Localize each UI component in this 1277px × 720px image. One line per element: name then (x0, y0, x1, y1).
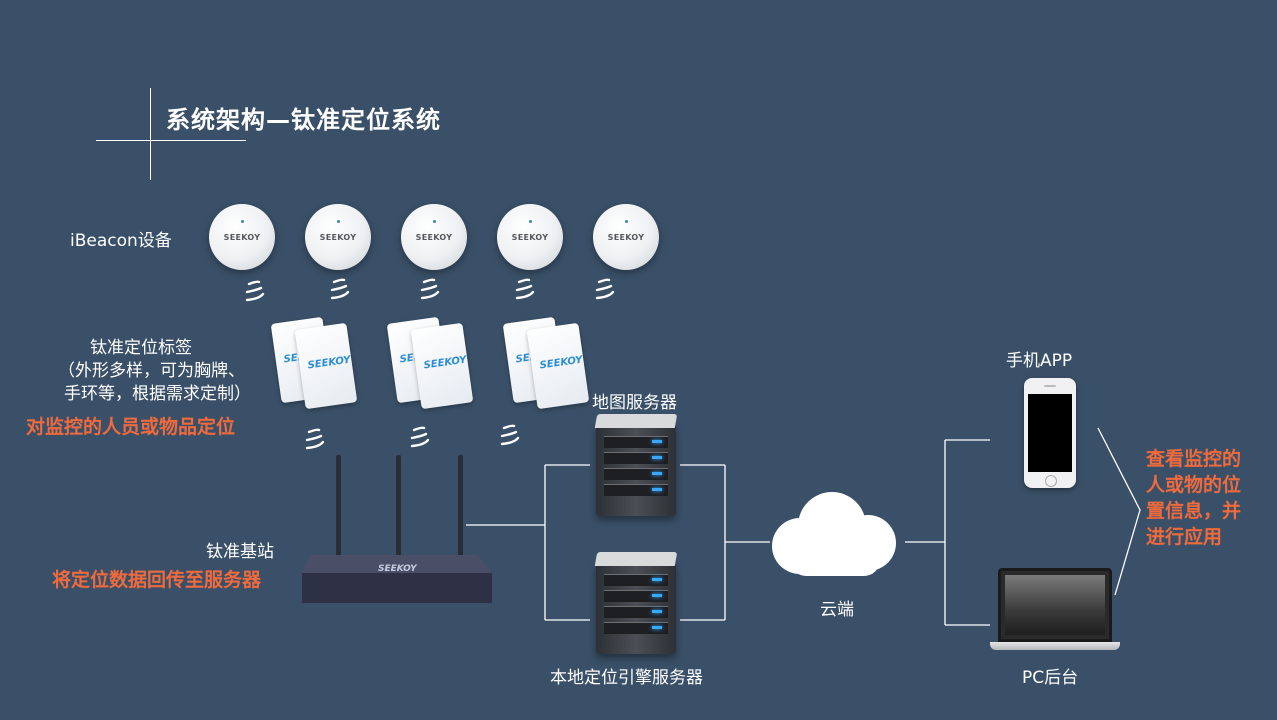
base-station-label: 钛准基站 (206, 542, 274, 562)
signal-wave-icon (595, 278, 615, 300)
beacon-device: SEEKOY (593, 204, 659, 270)
signal-wave-icon (515, 278, 535, 300)
laptop-icon (990, 568, 1120, 652)
page-title: 系统架构—钛准定位系统 (166, 106, 441, 134)
cloud-label: 云端 (820, 600, 854, 620)
beacon-label: iBeacon设备 (70, 231, 172, 251)
cloud-icon (772, 492, 896, 576)
phone-icon (1024, 378, 1076, 488)
tag-note: 对监控的人员或物品定位 (26, 416, 236, 438)
beacon-device: SEEKOY (305, 204, 371, 270)
tag-label-desc-2: 手环等，根据需求定制） (64, 384, 251, 404)
signal-wave-icon (420, 278, 440, 300)
base-station-router: SEEKOY (302, 455, 492, 603)
pc-label: PC后台 (1022, 668, 1079, 688)
map-server-icon (594, 414, 678, 516)
tag-card: SEEKOY (294, 322, 358, 410)
decor-horizontal-line (96, 140, 246, 141)
base-station-note: 将定位数据回传至服务器 (52, 569, 262, 591)
beacon-device: SEEKOY (497, 204, 563, 270)
client-note: 查看监控的人或物的位置信息，并进行应用 (1146, 448, 1242, 548)
signal-wave-icon (330, 278, 350, 300)
base-brand-logo: SEEKOY (378, 564, 418, 574)
local-engine-server-label: 本地定位引擎服务器 (550, 668, 703, 688)
tag-card: SEEKOY (526, 322, 590, 410)
decor-vertical-line (150, 88, 151, 180)
beacon-device: SEEKOY (209, 204, 275, 270)
tag-label-desc-1: （外形多样，可为胸牌、 (58, 361, 245, 381)
local-engine-server-icon (594, 552, 678, 654)
phone-label: 手机APP (1006, 351, 1073, 371)
tag-card: SEEKOY (410, 322, 474, 410)
beacon-device: SEEKOY (401, 204, 467, 270)
map-server-label: 地图服务器 (592, 393, 677, 413)
signal-wave-icon (305, 428, 325, 450)
signal-wave-icon (410, 426, 430, 448)
tag-label-title: 钛准定位标签 (90, 338, 192, 358)
signal-wave-icon (245, 280, 265, 302)
signal-wave-icon (500, 424, 520, 446)
